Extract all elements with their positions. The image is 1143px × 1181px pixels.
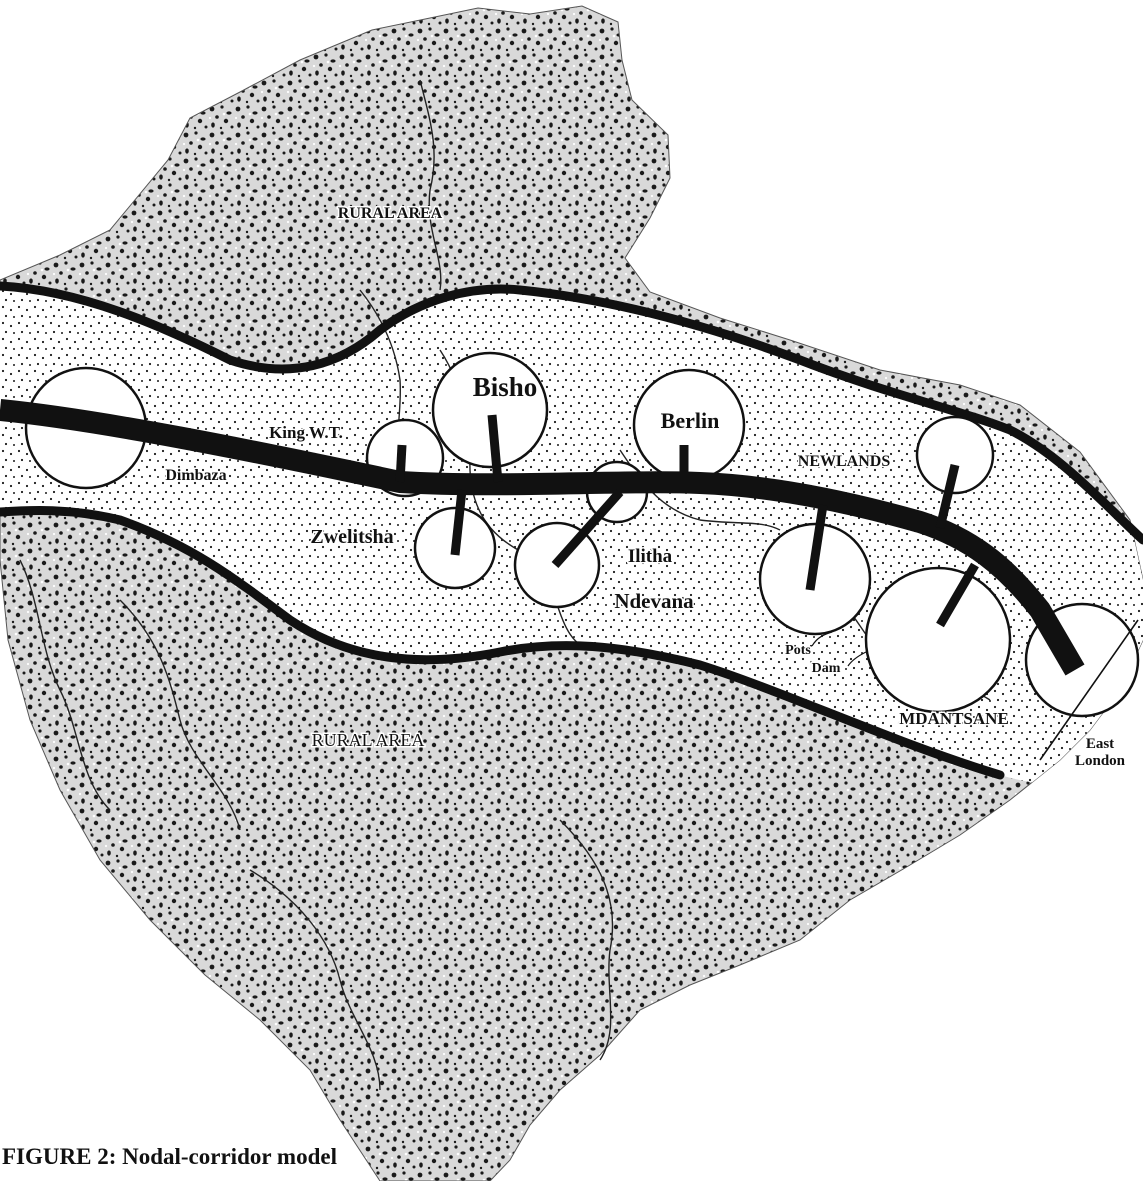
label-london: London bbox=[1075, 753, 1126, 769]
label-east: East bbox=[1086, 736, 1114, 752]
label-rural-area-south: RURAL AREA bbox=[312, 730, 425, 750]
label-zwelitsha: Zwelitsha bbox=[310, 526, 393, 548]
label-ndevana: Ndevana bbox=[614, 589, 694, 613]
node-bisho bbox=[433, 353, 547, 467]
label-mdantsane: MDANTSANE bbox=[899, 709, 1009, 728]
label-dimbaza: Dimbaza bbox=[165, 467, 226, 484]
link-bisho bbox=[492, 415, 498, 482]
label-berlin: Berlin bbox=[661, 408, 720, 433]
label-dam: Dam bbox=[812, 661, 841, 676]
label-rural-area-north: RURAL AREA bbox=[338, 205, 443, 222]
figure-caption: FIGURE 2: Nodal-corridor model bbox=[2, 1144, 337, 1170]
label-pots: Pots bbox=[785, 643, 811, 658]
label-ilitha: Ilitha bbox=[628, 546, 673, 567]
label-bisho: Bisho bbox=[473, 372, 538, 402]
label-king-wt: King W.T. bbox=[269, 423, 343, 442]
node-mdantsane bbox=[866, 568, 1010, 712]
link-king-wt bbox=[400, 445, 402, 482]
label-newlands: NEWLANDS bbox=[798, 453, 891, 470]
